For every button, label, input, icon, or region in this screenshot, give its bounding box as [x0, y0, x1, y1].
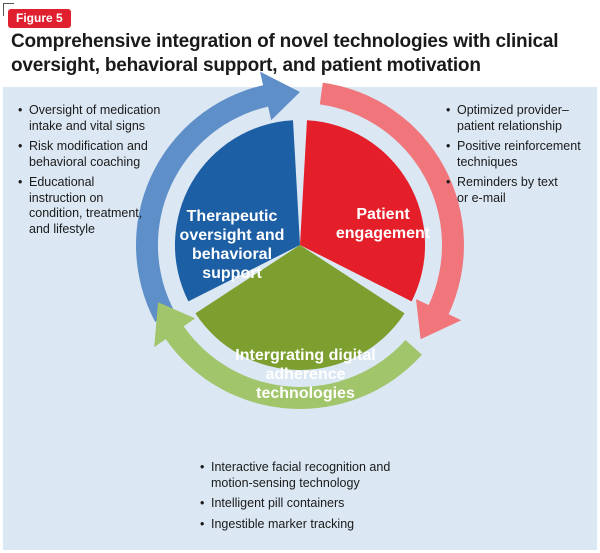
cycle-arrow-green — [154, 302, 422, 409]
bullets-patient-engagement: Optimized provider– patient relationship… — [446, 103, 581, 211]
segment-digital-adherence — [195, 245, 405, 370]
label-patient-engagement: Patient engagement — [335, 206, 431, 242]
bullet-item: Intelligent pill containers — [200, 496, 390, 512]
cycle-arrow-red — [319, 82, 464, 340]
bullet-item: Risk modification and behavioral coachin… — [18, 139, 160, 170]
bullet-item: Reminders by text or e-mail — [446, 175, 581, 206]
title-line-1: Comprehensive integration of novel techn… — [11, 31, 559, 52]
label-digital-adherence: Intergrating digital adherence technolog… — [235, 347, 376, 402]
figure-label-badge: Figure 5 — [8, 9, 71, 28]
bullet-item: Oversight of medication intake and vital… — [18, 103, 160, 134]
cycle-arrow-blue — [135, 71, 300, 322]
figure-corner-mark — [3, 3, 14, 16]
bullet-item: Educational instruction on condition, tr… — [18, 175, 160, 237]
segment-patient-engagement — [300, 120, 426, 302]
bullets-digital-adherence: Interactive facial recognition and motio… — [200, 460, 390, 537]
bullet-item: Positive reinforcement techniques — [446, 139, 581, 170]
segment-therapeutic-oversight — [174, 120, 300, 302]
bullet-item: Interactive facial recognition and motio… — [200, 460, 390, 491]
bullet-item: Ingestible marker tracking — [200, 517, 390, 533]
title-line-2: oversight, behavioral support, and patie… — [11, 55, 481, 76]
figure-title: Comprehensive integration of novel techn… — [11, 30, 596, 78]
bullets-therapeutic: Oversight of medication intake and vital… — [18, 103, 160, 242]
label-therapeutic-oversight: Therapeutic oversight and behavioral sup… — [179, 208, 285, 282]
bullet-item: Optimized provider– patient relationship — [446, 103, 581, 134]
